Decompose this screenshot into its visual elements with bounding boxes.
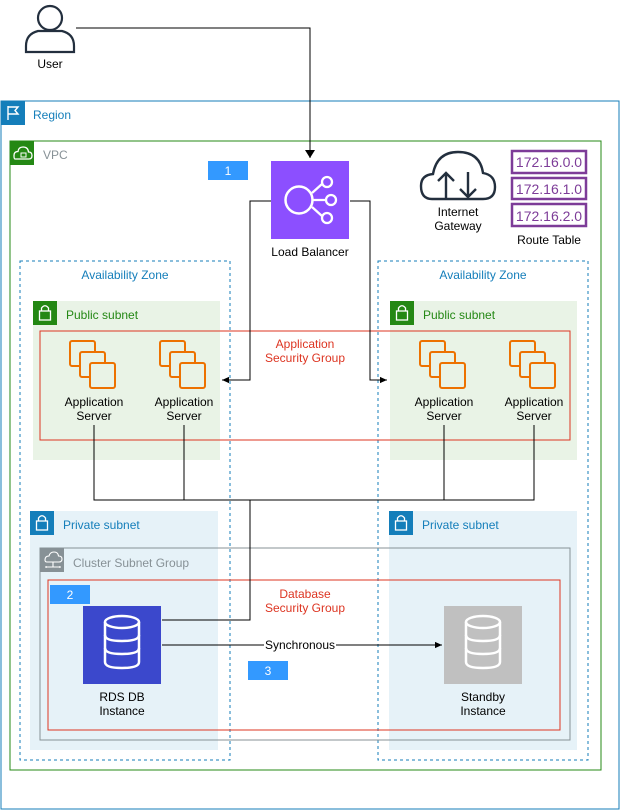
availability-zone-b: Availability Zone	[377, 260, 589, 761]
internet-gateway-label-line1: Internet	[438, 205, 479, 219]
app-server-4-label-line1: Application	[505, 395, 564, 409]
edge-app-servers-to-db	[93, 425, 535, 621]
private-subnet-b-label: Private subnet	[422, 518, 499, 532]
az-b-label: Availability Zone	[439, 268, 526, 282]
app-server-1-icon	[69, 340, 116, 389]
user: User	[24, 4, 76, 71]
app-server-4-icon	[509, 340, 556, 389]
rds-database-icon	[83, 606, 161, 684]
private-subnet-b-lock-icon	[389, 511, 413, 535]
public-subnet-a-label: Public subnet	[66, 308, 139, 322]
public-subnet-b-lock-icon	[390, 301, 414, 325]
cluster-subnet-icon	[40, 548, 64, 572]
app-sg-label-line1: Application	[276, 337, 335, 351]
route-entry-3: 172.16.2.0	[516, 208, 582, 224]
app-sg-label-line2: Security Group	[265, 351, 345, 365]
route-table: 172.16.0.0 172.16.1.0 172.16.2.0 Route T…	[510, 149, 588, 247]
route-table-label: Route Table	[517, 233, 581, 247]
database-security-group: Database Security Group	[47, 579, 561, 731]
load-balancer-label: Load Balancer	[271, 245, 348, 259]
public-subnet-b-label: Public subnet	[423, 308, 496, 322]
rds-label-line1: RDS DB	[99, 690, 144, 704]
user-icon	[24, 4, 76, 54]
edge-user-to-lb	[76, 27, 314, 158]
standby-label-line1: Standby	[461, 690, 505, 704]
app-server-1-label-line1: Application	[65, 395, 124, 409]
load-balancer: Load Balancer	[271, 161, 349, 259]
step-badge-3: 3	[248, 661, 288, 680]
region-label: Region	[33, 108, 71, 122]
rds-db-instance: RDS DB Instance	[83, 606, 161, 718]
app-server-2-icon	[159, 340, 206, 389]
edge-lb-to-az-b	[350, 200, 387, 384]
step-badge-1: 1	[208, 161, 248, 180]
cluster-subnet-group: Cluster Subnet Group	[39, 547, 571, 741]
application-security-group: Application Security Group	[39, 330, 571, 441]
region-flag-icon	[1, 101, 25, 125]
vpc-group: VPC	[9, 140, 602, 771]
step-badge-2-label: 2	[67, 588, 74, 602]
app-server-2: Application Server	[155, 340, 214, 423]
app-server-2-label-line1: Application	[155, 395, 214, 409]
app-server-1-label-line2: Server	[76, 409, 111, 423]
public-subnet-a-lock-icon	[33, 301, 57, 325]
load-balancer-icon	[271, 161, 349, 239]
app-server-3-label-line2: Server	[426, 409, 461, 423]
route-entry-1: 172.16.0.0	[516, 154, 582, 170]
standby-label-line2: Instance	[460, 704, 506, 718]
user-label: User	[37, 57, 62, 71]
route-table-icon	[510, 149, 588, 228]
standby-instance: Standby Instance	[444, 606, 522, 718]
app-server-3-icon	[419, 340, 466, 389]
app-server-4: Application Server	[505, 340, 564, 423]
rds-label-line2: Instance	[99, 704, 145, 718]
internet-gateway-cloud-icon	[419, 150, 497, 201]
step-badge-2: 2	[50, 585, 90, 604]
private-subnet-a-lock-icon	[30, 511, 54, 535]
app-server-4-label-line2: Server	[516, 409, 551, 423]
internet-gateway: Internet Gateway	[419, 150, 497, 233]
step-badge-1-label: 1	[225, 164, 232, 178]
private-subnet-a-label: Private subnet	[63, 518, 140, 532]
cluster-subnet-group-label: Cluster Subnet Group	[73, 556, 189, 570]
synchronous-edge-label: Synchronous	[265, 638, 335, 652]
app-server-3-label-line1: Application	[415, 395, 474, 409]
route-entry-2: 172.16.1.0	[516, 181, 582, 197]
app-server-1: Application Server	[65, 340, 124, 423]
internet-gateway-label-line2: Gateway	[434, 219, 481, 233]
db-sg-label-line1: Database	[279, 587, 331, 601]
app-server-3: Application Server	[415, 340, 474, 423]
edge-lb-to-az-a	[222, 200, 271, 384]
vpc-label: VPC	[43, 148, 68, 162]
az-a-label: Availability Zone	[81, 268, 168, 282]
availability-zone-a: Availability Zone	[19, 260, 231, 761]
db-sg-label-line2: Security Group	[265, 601, 345, 615]
step-badge-3-label: 3	[265, 664, 272, 678]
standby-database-icon	[444, 606, 522, 684]
app-server-2-label-line2: Server	[166, 409, 201, 423]
